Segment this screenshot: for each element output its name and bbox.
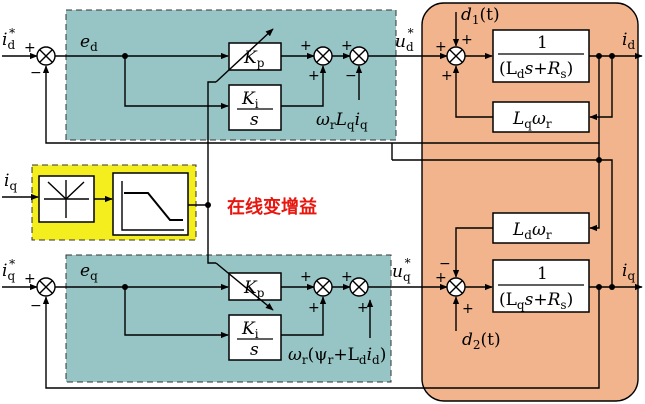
svg-text:−: − [30, 65, 42, 81]
svg-text:+: + [462, 301, 474, 317]
svg-text:+: + [435, 270, 447, 286]
gain-schedule-curve-block [112, 172, 189, 236]
svg-text:+: + [308, 300, 320, 316]
svg-text:+: + [461, 32, 473, 48]
iq-input-label: iq [4, 171, 17, 193]
svg-text:s: s [250, 110, 259, 130]
svg-text:+: + [435, 39, 447, 55]
svg-text:Ldωr: Ldωr [512, 220, 552, 242]
d-kp-gain-block [228, 42, 282, 71]
ed-label: ed [80, 32, 98, 54]
svg-text:(Lqs+Rs): (Lqs+Rs) [499, 290, 573, 312]
lq-wr-coupling-block [492, 101, 590, 133]
svg-text:1: 1 [537, 33, 548, 53]
svg-text:−: − [439, 256, 451, 272]
ld-wr-coupling-block [492, 212, 590, 244]
id-ref-label: id* [2, 26, 15, 52]
svg-text:Ki: Ki [241, 319, 259, 341]
svg-text:+: + [24, 40, 36, 56]
svg-text:+: + [357, 300, 369, 316]
d1-disturbance-label: d1(t) [461, 5, 500, 27]
q-ki-integral-block [228, 314, 282, 361]
d-ki-integral-block [228, 84, 282, 131]
svg-text:Ki: Ki [241, 89, 259, 111]
svg-text:−: − [345, 68, 357, 84]
uq-ref-label: uq* [392, 256, 411, 284]
iq-ref-label: iq* [2, 257, 15, 283]
eq-label: eq [80, 261, 98, 283]
online-variable-gain-label: 在线变增益 [227, 196, 317, 218]
svg-text:+: + [300, 269, 312, 285]
svg-text:Lqωr: Lqωr [512, 109, 552, 131]
svg-text:−: − [30, 298, 42, 314]
svg-text:1: 1 [537, 264, 548, 284]
ud-ref-label: ud* [395, 26, 414, 54]
svg-text:+: + [341, 269, 353, 285]
q-plant-transfer-block [492, 259, 590, 313]
svg-text:Kp: Kp [243, 278, 265, 300]
svg-text:+: + [300, 38, 312, 54]
d-plant-transfer-block [492, 29, 590, 83]
iq-output-label: iq [622, 261, 635, 283]
id-output-label: id [622, 30, 635, 52]
q-feedforward-label: ωr(ψr+Ldid) [288, 345, 386, 367]
svg-text:+: + [308, 68, 320, 84]
svg-text:+: + [341, 38, 353, 54]
svg-text:(Lds+Rs): (Lds+Rs) [499, 59, 573, 81]
svg-text:+: + [24, 271, 36, 287]
d-feedforward-label: ωrLqiq [316, 110, 368, 132]
d2-disturbance-label: d2(t) [462, 330, 501, 352]
svg-text:s: s [250, 340, 259, 360]
svg-text:+: + [441, 68, 453, 84]
